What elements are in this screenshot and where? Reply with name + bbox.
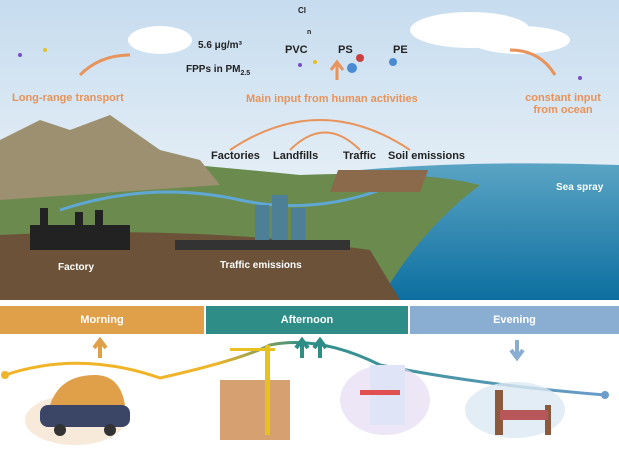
bed-icon [465,382,565,438]
source-arcs [229,119,411,151]
up-arrow [329,59,345,80]
fpps-label: FPPs in PM2.5 [186,64,251,77]
trend-arrows [92,336,525,362]
period-morning: Morning [0,306,204,334]
long-range-arrow [78,53,131,77]
clouds [128,12,570,54]
sea-spray-label: Sea spray [556,182,604,193]
farmland-icon [330,170,429,192]
long-range-label: Long-range transport [12,92,124,104]
city-icon [255,195,305,240]
factory-label: Factory [58,262,95,273]
car-icon [25,375,130,445]
traffic-emissions-label: Traffic emissions [220,260,302,271]
period-label: Evening [493,314,536,326]
source-factories: Factories [211,150,260,162]
main-input-label: Main input from human activities [246,93,418,105]
road [175,240,350,250]
construction-icon [220,345,290,440]
period-evening: Evening [410,306,619,334]
mountains [0,115,220,200]
source-landfills: Landfills [273,150,319,162]
period-label: Afternoon [280,314,334,326]
concentration-value: 5.6 μg/m³ [198,40,242,51]
period-label: Morning [80,314,124,326]
diurnal-curve [4,341,606,397]
source-soil-emissions: Soil emissions [388,150,466,162]
ocean-arrow [509,48,557,76]
polymer-ps: PS [338,44,353,56]
period-afternoon: Afternoon [206,306,408,334]
particles [18,48,582,80]
shop-icon [340,365,430,435]
pvc-substituent: Cl [298,6,306,15]
repeat-n-pvc: n [307,29,312,36]
river [59,188,381,212]
source-traffic: Traffic [343,150,377,162]
polymer-pe: PE [393,44,408,56]
polymer-pvc: PVC [285,44,308,56]
factory-icon [30,208,130,250]
